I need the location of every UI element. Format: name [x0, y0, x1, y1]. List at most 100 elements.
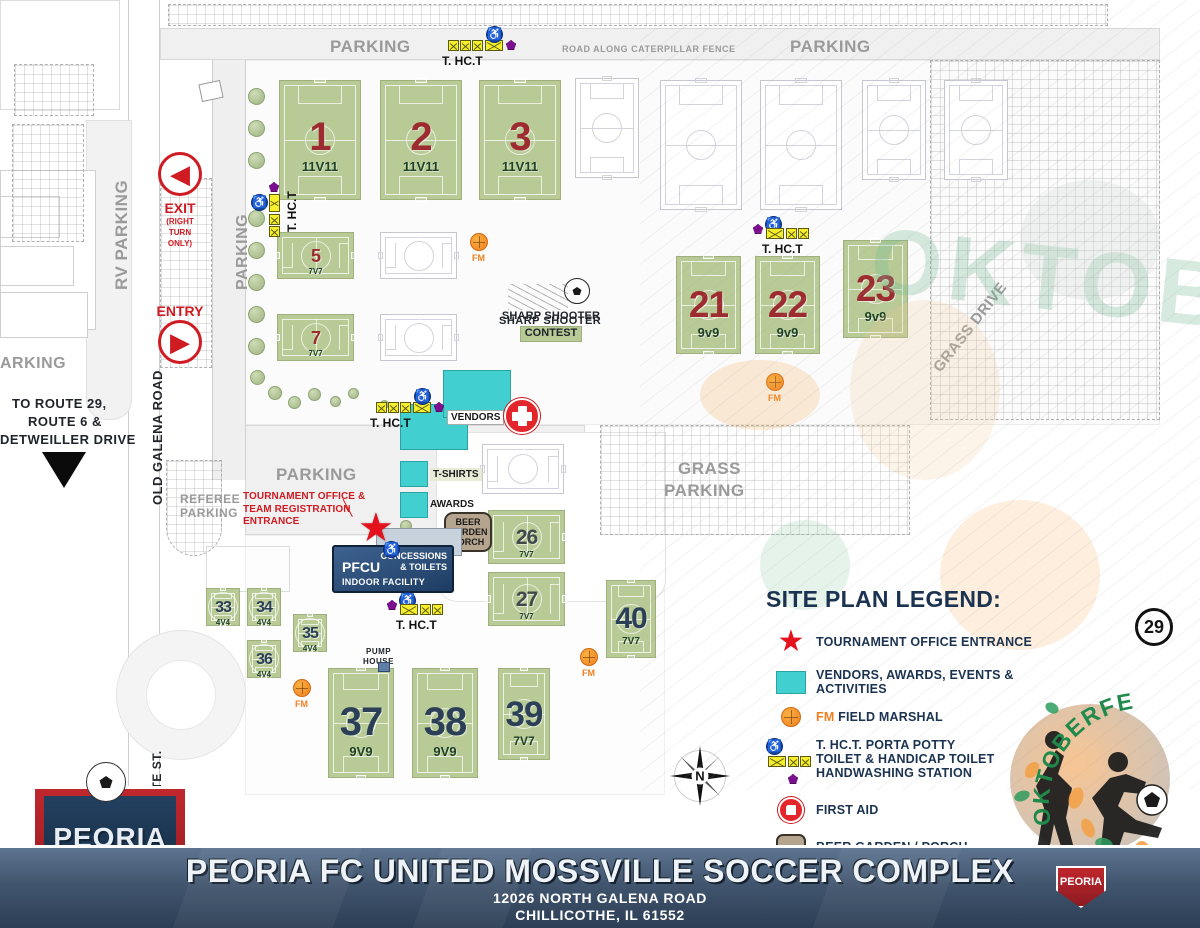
awards-block[interactable] — [400, 492, 428, 518]
tree — [248, 242, 265, 259]
legend-label-field-marshal: FM FIELD MARSHAL — [816, 710, 943, 724]
fm-east — [766, 373, 784, 391]
sharp-shooter-contest: SHARP SHOOTER CONTEST — [494, 278, 608, 348]
field-format: 7V7 — [308, 349, 323, 358]
red-star-icon: ★ — [777, 625, 805, 658]
handicap-toilet-icon — [768, 756, 786, 767]
toilet-icon — [472, 40, 483, 51]
sharp-shooter: SHARP SHOOTER — [499, 315, 602, 327]
field-format: 4V4 — [256, 618, 272, 627]
field-format: 9V9 — [433, 744, 457, 759]
soccer-ball-icon — [86, 762, 126, 802]
pfcu-indoor-facility[interactable]: PFCU INDOOR FACILITY CONCESSIONS & TOILE… — [332, 545, 454, 593]
legend-row-tournament-office: ★ TOURNAMENT OFFICE ENTRANCE — [766, 627, 1086, 657]
tournament-office-note: TOURNAMENT OFFICE & TEAM REGISTRATION EN… — [243, 491, 365, 529]
banner-address-line2: CHILLICOTHE, IL 61552 — [515, 907, 685, 923]
tree — [330, 396, 341, 407]
field-format: 9v9 — [776, 325, 799, 340]
orange-circle-icon — [766, 707, 816, 727]
legend-row-porta-potty: ♿ T. HC.T. PORTA POTTY TOILET & HANDICAP… — [766, 738, 1086, 786]
handicap-icon: ♿ — [414, 388, 431, 405]
field-format: 9v9 — [864, 309, 887, 324]
banner-address-line1: 12026 NORTH GALENA ROAD — [493, 890, 707, 906]
to-route-29: TO ROUTE 29, — [12, 396, 107, 411]
tree — [268, 386, 282, 400]
field-format: 7V7 — [308, 267, 323, 276]
legend-label-porta-potty: T. HC.T. PORTA POTTY TOILET & HANDICAP T… — [816, 738, 994, 780]
pump-house-2: HOUSE — [363, 657, 394, 666]
handwashing-station-icon — [269, 182, 279, 192]
rv-parking: RV PARKING — [112, 179, 131, 290]
handwashing-station-icon — [434, 402, 444, 412]
handicap-icon: ♿ — [383, 541, 400, 558]
legend-porta-potty-line3: HANDWASHING STATION — [816, 766, 973, 780]
field-number: 35 — [302, 625, 319, 642]
handicap-toilet-icon — [269, 194, 280, 212]
ball-motion-lines — [508, 284, 568, 310]
rv-parking-drive — [212, 60, 246, 480]
north-lot-structure — [0, 0, 120, 110]
tree — [248, 120, 265, 137]
toilet-icon — [460, 40, 471, 51]
thct-label: T. HC.T — [370, 416, 411, 430]
old-galena-road: OLD GALENA ROAD — [150, 370, 165, 505]
handicap-toilet-icon — [766, 228, 784, 239]
vendors-label: VENDORS — [447, 410, 505, 425]
pfcu-subtitle: INDOOR FACILITY — [342, 577, 425, 587]
compass-rose: N — [668, 744, 732, 808]
field-format: 9V9 — [349, 744, 373, 759]
entry-label: ENTRY — [156, 303, 204, 319]
northwest-building-3 — [0, 246, 74, 286]
tournament-office-star-icon[interactable]: ★ — [358, 506, 394, 550]
exit-marker: ◀ — [158, 152, 202, 196]
toilet-icon — [432, 604, 443, 615]
unlabeled-field — [862, 78, 926, 182]
legend-row-first-aid: FIRST AID — [766, 797, 1086, 823]
tshirts-block[interactable] — [400, 461, 428, 487]
tournament-office-note-line2: TEAM REGISTRATION — [243, 503, 351, 515]
legend-label-vendors: VENDORS, AWARDS, EVENTS & ACTIVITIES — [816, 668, 1014, 696]
fm-west-south — [293, 679, 311, 697]
parking-center: PARKING — [276, 465, 357, 484]
first-aid-icon[interactable] — [504, 398, 540, 434]
grass-parking-1: GRASS — [678, 459, 741, 478]
beer-garden-line1: BEER — [455, 517, 481, 527]
toilet-icon — [448, 40, 459, 51]
footer-banner: PEORIA FC UNITED MOSSVILLE SOCCER COMPLE… — [0, 845, 1200, 928]
parking-north-west: PARKING — [330, 37, 411, 56]
toilet-icon — [788, 756, 799, 767]
unlabeled-field — [575, 76, 639, 180]
field-format: 4V4 — [215, 618, 231, 627]
to-route-29-arrow-icon — [42, 452, 86, 488]
unlabeled-field — [660, 78, 742, 212]
tree — [288, 396, 301, 409]
field-number: 33 — [215, 599, 232, 616]
referee-parking-2: PARKING — [180, 506, 238, 520]
field-format: 11V11 — [402, 159, 440, 174]
field-format: 11V11 — [501, 159, 539, 174]
field-format: 7V7 — [519, 550, 534, 559]
legend-title: SITE PLAN LEGEND: — [766, 586, 1002, 612]
teal-square-icon — [766, 670, 816, 694]
oktoberfest-banner-logo: PEORIA — [1050, 862, 1112, 918]
field-number: 27 — [515, 588, 538, 611]
unlabeled-field — [480, 444, 566, 494]
